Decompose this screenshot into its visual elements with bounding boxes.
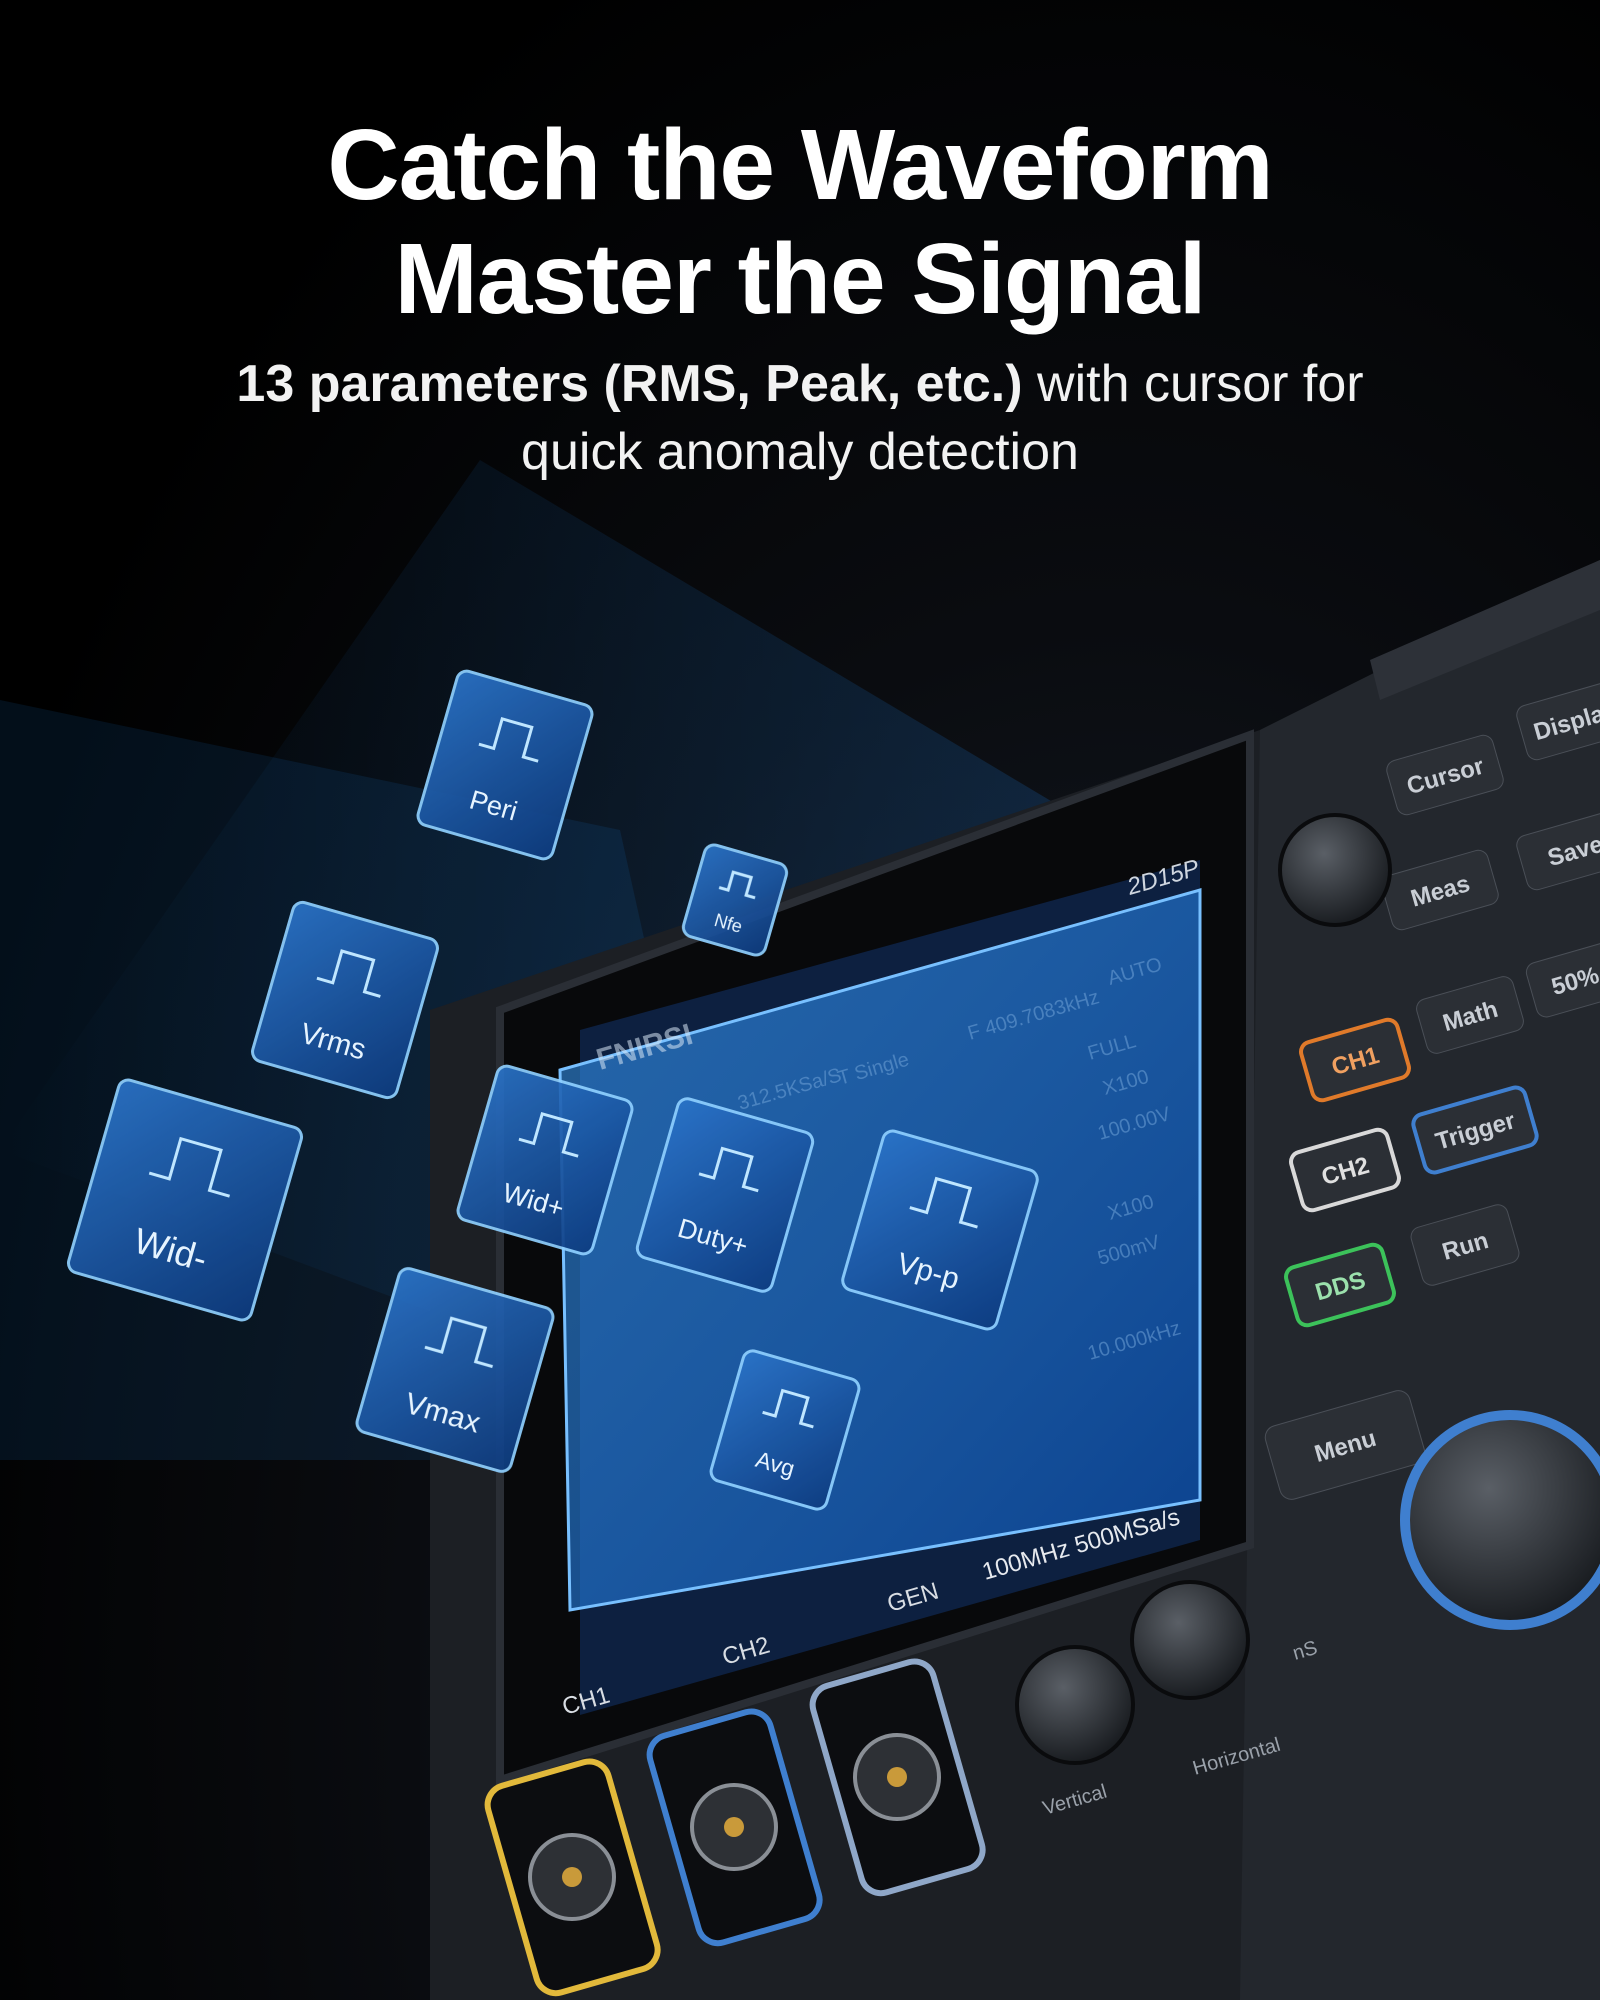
subheadline-bold: 13 parameters (RMS, Peak, etc.) (236, 355, 1023, 413)
adjust-knob[interactable] (1278, 813, 1392, 927)
headline-line-1: Catch the Waveform (327, 109, 1273, 221)
port-gen[interactable] (808, 1657, 987, 1898)
falling-edges-icon (718, 870, 756, 900)
port-ch2[interactable] (645, 1707, 824, 1948)
param-card-wid-: Wid+ (456, 1064, 634, 1256)
param-card-duty-: Duty+ (635, 1097, 815, 1293)
menu-button[interactable]: Menu (1262, 1388, 1427, 1502)
cursor-button[interactable]: Cursor (1384, 733, 1505, 817)
horizontal-knob[interactable] (1130, 1580, 1250, 1700)
ch2-button[interactable]: CH2 (1289, 1127, 1402, 1213)
dds-button[interactable]: DDS (1284, 1242, 1397, 1328)
headline: Catch the Waveform Master the Signal (0, 108, 1600, 336)
param-card-avg: Avg (709, 1349, 861, 1511)
trigger-button[interactable]: Trigger (1411, 1085, 1539, 1175)
positive-width-icon (518, 1111, 579, 1158)
param-card-vmax: Vmax (355, 1267, 555, 1473)
vmax-icon (424, 1316, 493, 1369)
param-card-vp-p: Vp-p (841, 1129, 1039, 1331)
negative-width-icon (148, 1136, 231, 1198)
duty-cycle-icon (698, 1146, 759, 1193)
subheadline: 13 parameters (RMS, Peak, etc.) with cur… (0, 350, 1600, 486)
headline-line-2: Master the Signal (394, 223, 1207, 335)
param-card-nfe: Nfe (681, 843, 789, 957)
math-button[interactable]: Math (1414, 974, 1526, 1055)
ch1-button[interactable]: CH1 (1299, 1017, 1412, 1103)
fifty-percent-button[interactable]: 50% (1524, 941, 1600, 1020)
average-wave-icon (762, 1388, 814, 1429)
main-dial[interactable] (1400, 1410, 1600, 1630)
param-card-peri: Peri (416, 669, 594, 861)
run-button[interactable]: Run (1409, 1202, 1522, 1287)
peak-to-peak-icon (909, 1176, 978, 1229)
subheadline-normal: with cursor for (1037, 355, 1364, 413)
meas-button[interactable]: Meas (1379, 848, 1500, 932)
panel-buttons: Cursor Display Meas Save 50% Math CH1 C (1262, 678, 1600, 1502)
rms-wave-icon (316, 949, 381, 998)
param-card-wid-: Wid- (66, 1078, 304, 1322)
port-ch1[interactable] (483, 1757, 662, 1998)
param-card-vrms: Vrms (251, 900, 439, 1100)
subheadline-line-2: quick anomaly detection (521, 423, 1079, 481)
display-button[interactable]: Display (1514, 678, 1600, 762)
period-icon (478, 716, 539, 763)
top-button-strip (1370, 560, 1600, 700)
save-button[interactable]: Save (1514, 808, 1600, 892)
vertical-knob[interactable] (1015, 1645, 1135, 1765)
